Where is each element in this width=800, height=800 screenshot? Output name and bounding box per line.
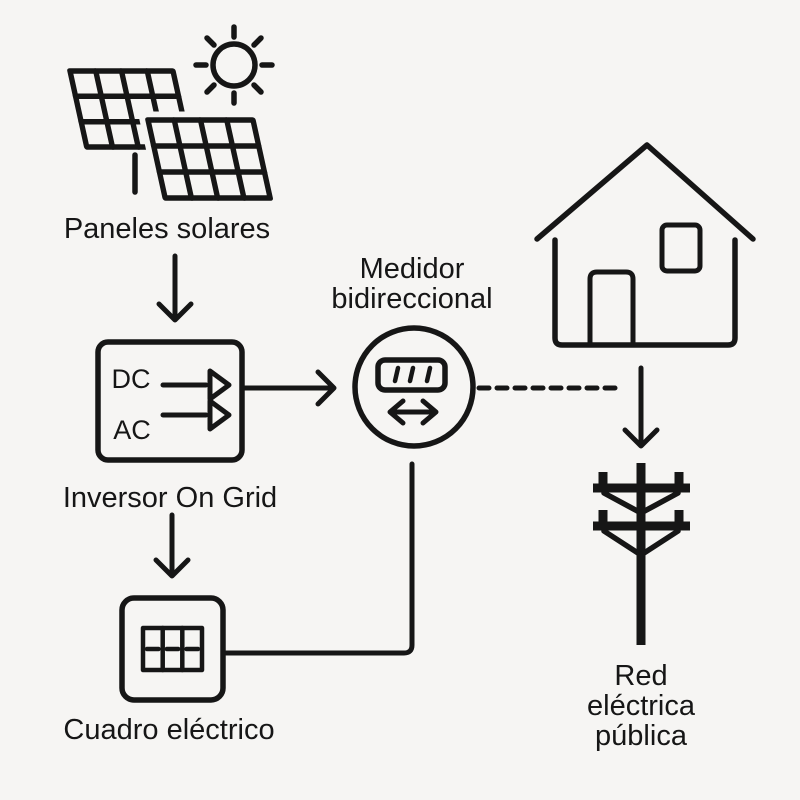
solar-panels-label: Paneles solares bbox=[63, 213, 271, 245]
inverter-box-icon bbox=[95, 339, 245, 463]
house-window bbox=[659, 222, 703, 274]
electrical-panel-label: Cuadro eléctrico bbox=[63, 714, 275, 746]
power-pole-icon bbox=[593, 463, 690, 645]
grid-label-line2: eléctrica bbox=[587, 690, 695, 722]
house-roof bbox=[534, 142, 756, 242]
breaker-panel-icon bbox=[119, 595, 226, 703]
grid-label: Red eléctrica pública bbox=[587, 661, 695, 751]
meter-display bbox=[375, 357, 448, 393]
grid-label-line3: pública bbox=[595, 720, 687, 752]
sun-icon bbox=[193, 24, 275, 106]
house-icon bbox=[534, 142, 756, 348]
inverter-label: Inversor On Grid bbox=[62, 482, 278, 514]
double-arrow-icon bbox=[387, 398, 439, 426]
meter-outline bbox=[352, 325, 476, 449]
ac-arrow-icon bbox=[160, 398, 232, 432]
dc-arrow-icon bbox=[160, 368, 232, 402]
meter-label: Medidor bidireccional bbox=[331, 254, 492, 314]
meter-display-digits bbox=[392, 365, 433, 384]
inverter-dc-port-label: DC bbox=[111, 364, 151, 394]
pole-braces bbox=[601, 490, 681, 558]
line-breaker-to-meter bbox=[223, 461, 415, 656]
house-walls bbox=[552, 237, 738, 348]
arrow-panels-to-inverter bbox=[156, 253, 194, 323]
arrow-inverter-to-breaker bbox=[153, 512, 191, 579]
inverter-ac-port-label: AC bbox=[113, 415, 151, 445]
solar-panel-right bbox=[137, 111, 281, 207]
inverter-outline bbox=[95, 339, 245, 463]
solar-panels-icon bbox=[67, 68, 281, 207]
grid-label-line1: Red bbox=[614, 660, 668, 692]
solar-panel-left bbox=[67, 68, 193, 150]
house-door bbox=[587, 269, 636, 348]
arrow-inverter-to-meter bbox=[240, 369, 337, 407]
meter-label-line2: bidireccional bbox=[331, 283, 493, 315]
arrow-house-to-pole bbox=[622, 365, 660, 449]
bidirectional-meter-icon bbox=[352, 325, 476, 449]
meter-label-line1: Medidor bbox=[359, 253, 465, 285]
